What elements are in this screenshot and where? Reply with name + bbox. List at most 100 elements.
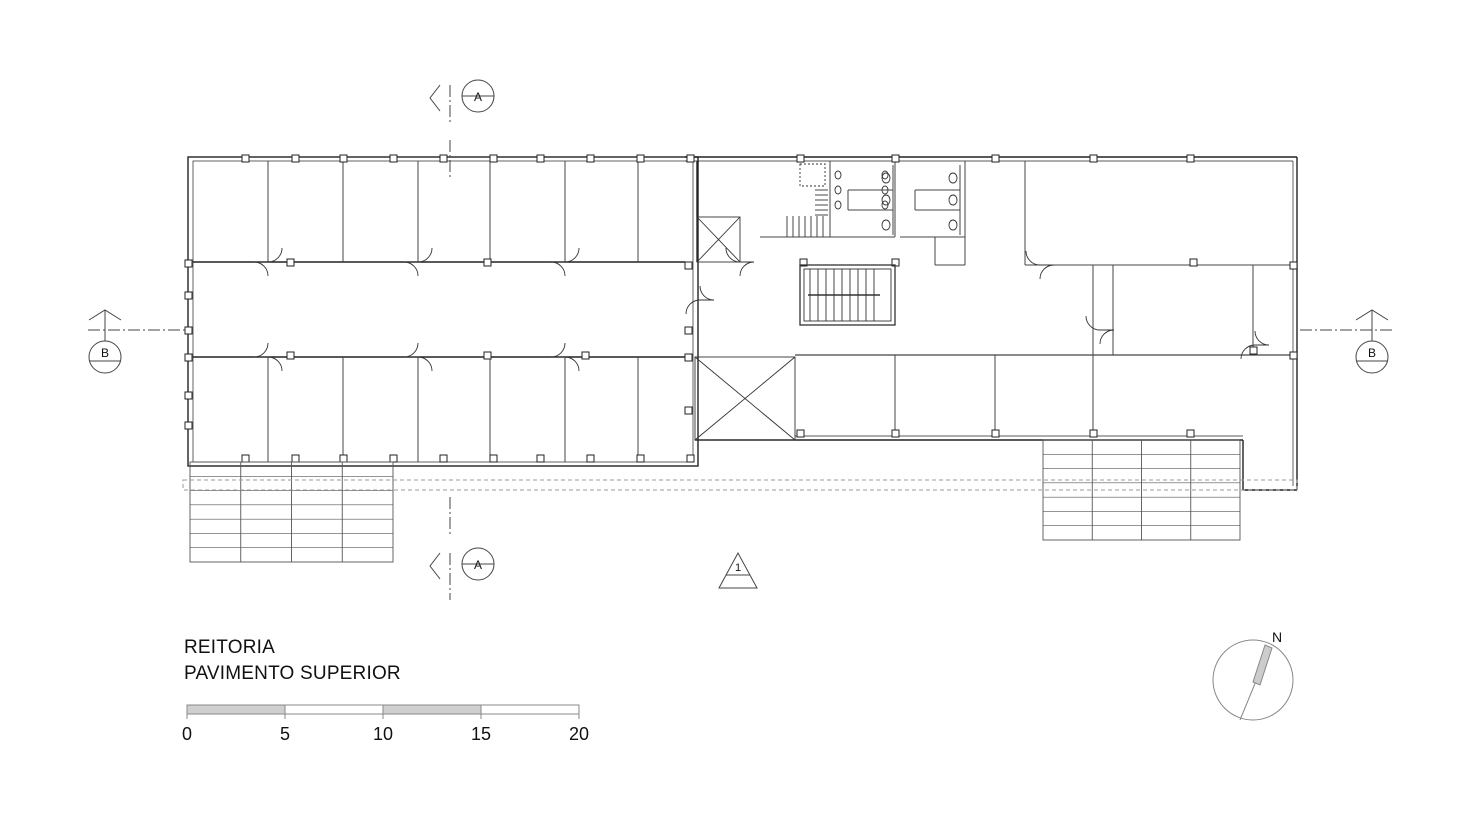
left-wing-outline <box>187 156 699 467</box>
sink-icon <box>881 170 889 180</box>
door-swing <box>550 342 566 358</box>
column <box>636 454 645 463</box>
scale-bar-segment <box>186 704 286 715</box>
column <box>339 454 348 463</box>
scale-bar-segment <box>480 704 580 715</box>
toilet-icon <box>881 219 891 231</box>
section-b-right-label: B <box>1368 346 1376 360</box>
main-stair-outline <box>799 264 896 326</box>
column <box>339 154 348 163</box>
large-shaft <box>694 356 796 441</box>
door-swing <box>417 356 433 372</box>
column <box>483 351 492 360</box>
door-swing <box>267 356 283 372</box>
column <box>799 258 808 267</box>
view-marker-label: 1 <box>735 562 741 574</box>
column <box>286 258 295 267</box>
elevator-cross <box>696 216 741 263</box>
column <box>586 154 595 163</box>
sink-icon <box>834 185 842 195</box>
door-swing <box>253 261 269 277</box>
column <box>286 351 295 360</box>
column <box>686 154 695 163</box>
column <box>489 154 498 163</box>
door-swing <box>1025 250 1041 266</box>
column <box>991 429 1000 438</box>
column <box>686 454 695 463</box>
column <box>684 353 693 362</box>
door-swing <box>1099 329 1115 345</box>
door-swing <box>267 247 283 263</box>
door-swing <box>564 247 580 263</box>
column <box>483 258 492 267</box>
column <box>684 326 693 335</box>
column <box>1186 429 1195 438</box>
column <box>684 406 693 415</box>
elevator-shaft <box>696 216 741 263</box>
door-swings <box>253 247 1270 372</box>
north-arrow-needle-icon <box>1252 644 1273 686</box>
column <box>241 454 250 463</box>
column <box>489 454 498 463</box>
scale-bar-segment <box>284 704 384 715</box>
sink-icon <box>881 185 889 195</box>
column <box>1189 258 1198 267</box>
canopies <box>189 439 1241 563</box>
column <box>684 261 693 270</box>
toilet-icon <box>948 194 958 206</box>
scale-tick-label: 15 <box>470 724 492 744</box>
section-a-bottom-label: A <box>474 558 482 572</box>
column <box>581 351 590 360</box>
stair-landing <box>799 163 826 187</box>
annotations <box>88 79 1392 721</box>
main-stair-inner <box>803 268 892 322</box>
toilet-icon <box>948 172 958 184</box>
toilet-icon <box>881 172 891 184</box>
scale-bar-segment <box>382 704 482 715</box>
column <box>184 291 193 300</box>
column <box>241 154 250 163</box>
door-swing <box>1039 264 1055 280</box>
shaft-cross <box>694 356 796 441</box>
column <box>891 154 900 163</box>
section-b-left-label: B <box>101 346 109 360</box>
section-a-arrow <box>429 84 441 112</box>
roof-overhang-outline <box>182 479 1298 491</box>
door-swing <box>1240 344 1256 360</box>
column <box>796 154 805 163</box>
column <box>184 391 193 400</box>
sink-icon <box>881 200 889 210</box>
column <box>389 154 398 163</box>
column <box>1249 346 1258 355</box>
scale-tick-label: 5 <box>279 724 291 744</box>
door-swing <box>685 299 701 315</box>
column <box>586 454 595 463</box>
column <box>1186 154 1195 163</box>
sink-icon <box>834 200 842 210</box>
toilet-icon <box>881 194 891 206</box>
column <box>291 154 300 163</box>
interior-partitions <box>267 161 1293 462</box>
column <box>991 154 1000 163</box>
column <box>1289 261 1298 270</box>
drawing-title: REITORIA <box>184 637 275 658</box>
door-swing <box>403 342 419 358</box>
door-swing <box>1085 315 1101 331</box>
door-swing <box>699 285 715 301</box>
section-a-top-label: A <box>474 90 482 104</box>
structural-columns <box>184 154 1298 463</box>
door-swing <box>564 356 580 372</box>
scale-tick-label: 10 <box>372 724 394 744</box>
door-swing <box>739 261 755 277</box>
door-swing <box>403 261 419 277</box>
column <box>184 421 193 430</box>
scale-tick-label: 0 <box>181 724 193 744</box>
column <box>636 154 645 163</box>
scale-tick-label: 20 <box>568 724 590 744</box>
door-swing <box>1254 330 1270 346</box>
column <box>536 154 545 163</box>
column <box>796 429 805 438</box>
column <box>184 353 193 362</box>
column <box>891 429 900 438</box>
column <box>1289 351 1298 360</box>
